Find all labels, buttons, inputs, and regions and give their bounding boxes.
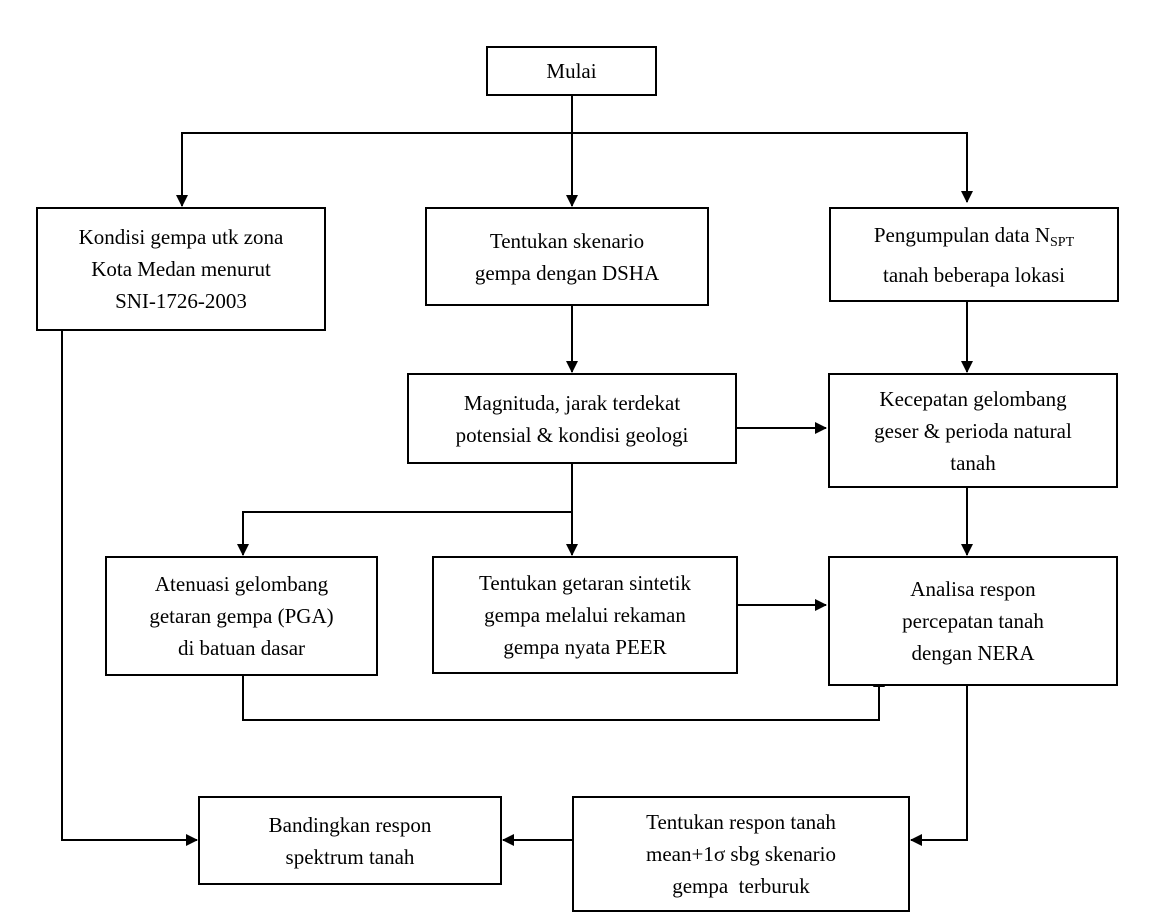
respon-tanah-box: Tentukan respon tanah mean+1σ sbg skenar… — [572, 796, 910, 912]
atenuasi-box: Atenuasi gelombang getaran gempa (PGA) d… — [105, 556, 378, 676]
kondisi-line-1: Kondisi gempa utk zona — [78, 225, 284, 249]
arrow-magnituda-to-atenuasi — [237, 511, 572, 556]
respon-line-3: gempa terburuk — [672, 874, 810, 898]
atenuasi-line-3: di batuan dasar — [177, 636, 306, 660]
dsha-line-2: gempa dengan DSHA — [474, 260, 660, 285]
kecepatan-line-1: Kecepatan gelombang — [879, 386, 1067, 411]
pengumpulan-line-2: tanah beberapa lokasi — [883, 262, 1065, 287]
analisa-line-1: Analisa respon — [910, 577, 1036, 601]
arrow-kondisi-to-bandingkan — [61, 331, 198, 846]
kondisi-line-3: SNI-1726-2003 — [115, 289, 247, 313]
kecepatan-line-3: tanah — [950, 450, 996, 475]
respon-line-2: mean+1σ sbg skenario — [646, 842, 836, 866]
getaran-sintetik-box: Tentukan getaran sintetik gempa melalui … — [432, 556, 738, 674]
pengumpulan-prefix: Pengumpulan data N — [873, 222, 1050, 247]
dsha-line-1: Tentukan skenario — [489, 228, 645, 253]
pengumpulan-line-1: Pengumpulan data NSPT — [874, 219, 1074, 259]
magnituda-line-1: Magnituda, jarak terdekat — [463, 390, 681, 415]
magnituda-box: Magnituda, jarak terdekat potensial & ko… — [407, 373, 737, 464]
analisa-line-3: dengan NERA — [911, 641, 1035, 665]
getaran-line-1: Tentukan getaran sintetik — [479, 571, 691, 595]
bandingkan-line-1: Bandingkan respon — [268, 812, 432, 837]
getaran-line-3: gempa nyata PEER — [503, 635, 667, 659]
atenuasi-line-2: getaran gempa (PGA) — [149, 604, 334, 628]
atenuasi-line-1: Atenuasi gelombang — [154, 572, 329, 596]
start-box: Mulai — [486, 46, 657, 96]
nspt-subscript: SPT — [1050, 234, 1075, 250]
analisa-box: Analisa respon percepatan tanah dengan N… — [828, 556, 1118, 686]
getaran-line-2: gempa melalui rekaman — [484, 603, 686, 627]
branch-line-start — [181, 132, 973, 203]
magnituda-line-2: potensial & kondisi geologi — [455, 422, 689, 447]
kecepatan-box: Kecepatan gelombang geser & perioda natu… — [828, 373, 1118, 488]
arrow-atenuasi-to-analisa — [242, 675, 885, 721]
kondisi-gempa-box: Kondisi gempa utk zona Kota Medan menuru… — [36, 207, 326, 331]
respon-line-1: Tentukan respon tanah — [646, 810, 836, 834]
analisa-line-2: percepatan tanah — [902, 609, 1044, 633]
pengumpulan-data-box: Pengumpulan data NSPT tanah beberapa lok… — [829, 207, 1119, 302]
skenario-dsha-box: Tentukan skenario gempa dengan DSHA — [425, 207, 709, 306]
kecepatan-line-2: geser & perioda natural — [874, 418, 1072, 443]
arrow-analisa-to-respon — [910, 686, 968, 846]
bandingkan-box: Bandingkan respon spektrum tanah — [198, 796, 502, 885]
start-label: Mulai — [546, 59, 597, 83]
kondisi-line-2: Kota Medan menurut — [91, 257, 271, 281]
bandingkan-line-2: spektrum tanah — [285, 844, 415, 869]
